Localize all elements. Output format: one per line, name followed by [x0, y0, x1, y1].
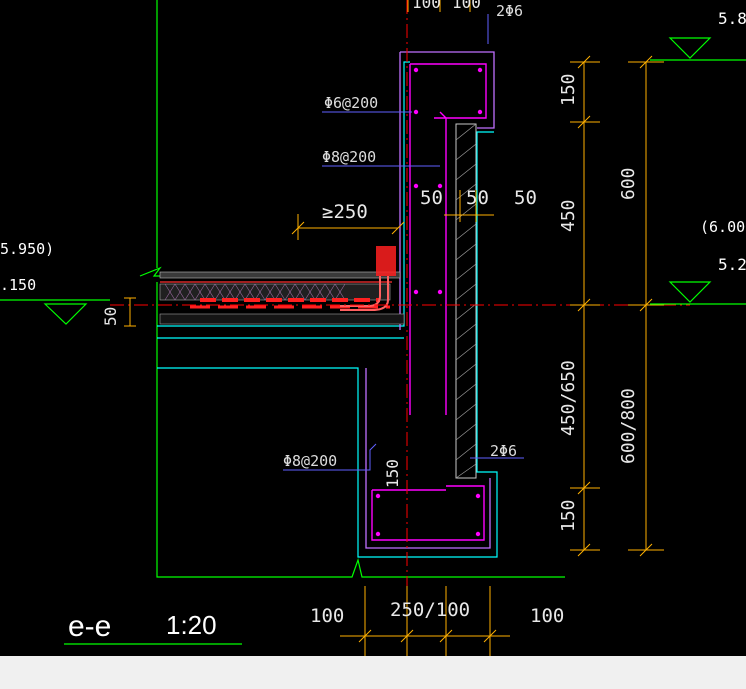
- dim-50-b: 50: [466, 187, 489, 209]
- dim-bottom-250-100: 250/100: [390, 599, 470, 621]
- dimension-lines: [124, 0, 664, 656]
- level-right-paren: (6.000): [700, 218, 746, 236]
- rebar-leaders: [283, 14, 524, 471]
- dim-50-a: 50: [420, 187, 443, 209]
- level-top: 5.800: [718, 9, 746, 28]
- rebar-phi6-200: Φ6@200: [324, 94, 378, 112]
- dim-bottom-100-a: 100: [310, 605, 344, 627]
- roof-layers: [159, 246, 405, 325]
- section-scale: 1:20: [166, 610, 217, 640]
- cad-drawing-canvas: 100 100 2Φ6 5.800 (6.000) 5.200 5.950) .…: [0, 0, 746, 656]
- dim-ge250: ≥250: [322, 201, 368, 223]
- level-right: 5.200: [718, 255, 746, 274]
- dim-600-800: 600/800: [618, 388, 639, 464]
- rebar-phi8-200-a: Φ8@200: [322, 148, 376, 166]
- rebar-phi8-200-b: Φ8@200: [283, 452, 337, 470]
- parapet-outline: [365, 51, 495, 549]
- dim-450: 450: [558, 199, 579, 232]
- dim-top-100-a: 100: [412, 0, 441, 12]
- dim-450-650: 450/650: [558, 360, 579, 436]
- dim-top-100-b: 100: [452, 0, 481, 12]
- dim-600: 600: [618, 167, 639, 200]
- dim-150-top: 150: [558, 73, 579, 106]
- level-left-paren: 5.950): [0, 240, 54, 258]
- dim-bottom-100-b: 100: [530, 605, 564, 627]
- dim-150-mid: 150: [383, 459, 402, 488]
- rebar-top-2phi6: 2Φ6: [496, 2, 523, 20]
- dim-50-left: 50: [101, 307, 120, 326]
- rebar-dots: [375, 67, 483, 537]
- rebar-bottom-2phi6: 2Φ6: [490, 442, 517, 460]
- dim-50-c: 50: [514, 187, 537, 209]
- level-left: .150: [0, 276, 36, 294]
- stirrups: [371, 63, 487, 541]
- section-title: e-e: [68, 610, 111, 643]
- hatched-layer: [455, 123, 477, 479]
- level-markers: [0, 37, 746, 325]
- concrete-outline: [157, 61, 498, 558]
- dim-150-bottom: 150: [558, 499, 579, 532]
